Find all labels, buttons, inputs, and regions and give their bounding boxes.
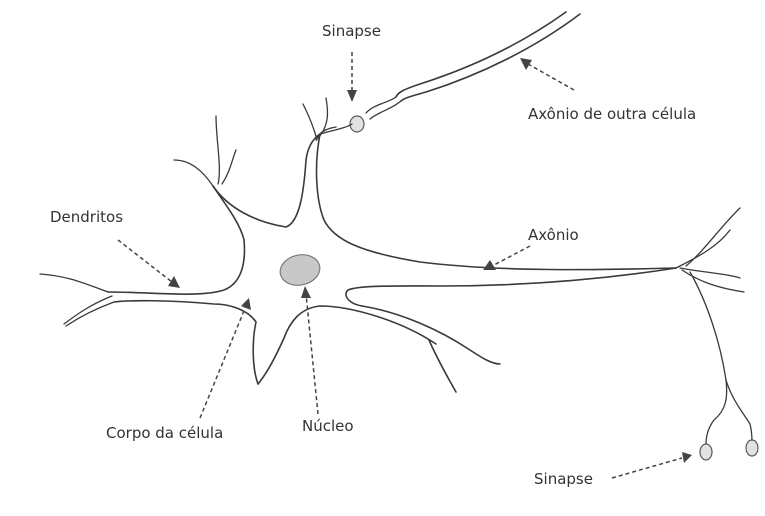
pointer-axonio-outra	[520, 58, 574, 90]
pointer-sinapse-bottom	[612, 452, 692, 478]
label-dendritos: Dendritos	[50, 208, 123, 226]
label-axonio-outra-celula: Axônio de outra célula	[528, 105, 696, 123]
label-corpo-da-celula: Corpo da célula	[106, 424, 223, 442]
pointer-nucleo	[301, 286, 318, 414]
pointer-sinapse-top	[347, 52, 357, 102]
nucleus-shape	[277, 251, 322, 289]
other-cell-axon	[366, 12, 580, 119]
neuron-outline	[40, 98, 752, 444]
label-axonio: Axônio	[528, 226, 579, 244]
synapse-bouton-bottom-left	[700, 444, 712, 460]
label-nucleo: Núcleo	[302, 417, 354, 435]
label-sinapse-top: Sinapse	[322, 22, 381, 40]
pointer-corpo	[200, 298, 251, 418]
label-sinapse-bottom: Sinapse	[534, 470, 593, 488]
pointer-dendritos	[118, 240, 180, 288]
pointer-axonio	[483, 246, 530, 270]
synapse-bouton-bottom-right	[746, 440, 758, 456]
